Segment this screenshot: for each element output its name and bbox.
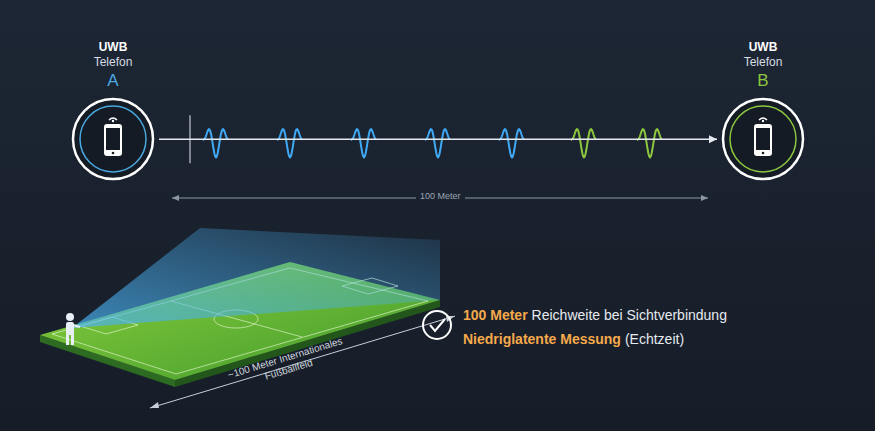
device-label: UWB	[99, 40, 128, 55]
field-dimension	[150, 316, 455, 408]
person	[66, 313, 80, 345]
phone-icon	[721, 97, 805, 181]
feature-text: Reichweite bei Sichtverbindung	[532, 307, 727, 323]
feature-text: (Echtzeit)	[625, 331, 684, 347]
device-label: Telefon	[744, 55, 783, 70]
phone-icon	[71, 97, 155, 181]
phone-circle	[71, 97, 155, 181]
device-label: UWB	[749, 40, 778, 55]
signal-arrow	[159, 135, 717, 143]
check-icon	[423, 311, 451, 339]
highlight-text: 100 Meter	[463, 307, 528, 323]
highlight-text: Niedriglatente Messung	[463, 331, 621, 347]
feature-row: Niedriglatente Messung(Echtzeit)	[463, 331, 684, 347]
phone-node: UWBTelefonB	[708, 40, 818, 181]
phone-circle	[721, 97, 805, 181]
feature-row: 100 MeterReichweite bei Sichtverbindung	[463, 307, 727, 323]
device-letter: A	[107, 70, 118, 91]
device-label: Telefon	[94, 55, 133, 70]
uwb-beam	[72, 228, 440, 328]
device-letter: B	[757, 70, 768, 91]
dimension-label: 100 Meter	[416, 191, 465, 201]
phone-node: UWBTelefonA	[58, 40, 168, 181]
